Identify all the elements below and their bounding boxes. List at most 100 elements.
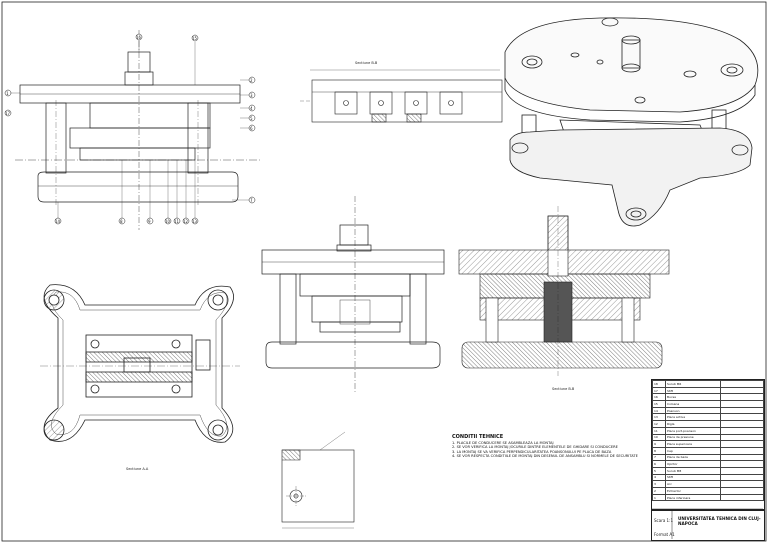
bom-part-name: Placa de baza — [665, 453, 721, 462]
bom-position: 3 — [652, 480, 666, 488]
callout-number: 13 — [192, 219, 198, 224]
bom-part-name: Placa inferioara — [665, 493, 721, 502]
detail-strip-title: Sectiune B-B — [355, 61, 378, 65]
bom-part-name: Placa activa — [665, 413, 721, 422]
bom-position: 6 — [652, 460, 666, 468]
technical-condition-line: 1. PLACILE DE CONDUCERE SE ASAMBLEAZA LA… — [452, 441, 554, 445]
bom-part-name: Extractor — [665, 487, 721, 495]
bom-part-name: Surub M8 — [665, 466, 721, 475]
section-view-label: Sectiune B-B — [552, 387, 575, 391]
bom-part-name: Surub M6 — [665, 380, 721, 388]
bom-position: 13 — [652, 413, 666, 422]
bom-position: 7 — [652, 453, 666, 462]
bom-blank-cell — [720, 466, 764, 475]
callout-balloons — [4, 33, 256, 225]
callout-number: 1 — [6, 91, 9, 96]
bom-blank-cell — [720, 393, 764, 402]
bom-blank-cell — [720, 413, 764, 422]
plan-view-label: Sectiune A-A — [126, 467, 149, 471]
callout-number: 4 — [250, 106, 253, 111]
bom-position: 14 — [652, 406, 666, 415]
callout-number: 9 — [148, 219, 151, 224]
callout-number: 8 — [120, 219, 123, 224]
scale-label: Scara 1:1 — [654, 518, 673, 523]
title-block: Scara 1:1 Format A1 — [651, 509, 765, 541]
front-elevation-view — [10, 30, 262, 230]
bom-position: 10 — [652, 433, 666, 442]
bom-blank-cell — [720, 406, 764, 415]
bom-blank-cell — [720, 473, 764, 482]
bom-position: 1 — [652, 493, 666, 502]
callout-number: 10 — [165, 219, 171, 224]
callout-number: 17 — [5, 111, 11, 116]
bom-blank-cell — [720, 460, 764, 468]
technical-condition-line: 4. SE VOR RESPECTA CONDITIILE DE MONTAJ … — [452, 454, 638, 459]
bom-part-name: Bucsa — [665, 393, 721, 402]
bom-position: 16 — [652, 393, 666, 402]
bom-part-name: Poanson — [665, 406, 721, 415]
bom-position: 5 — [652, 466, 666, 475]
center-elevation-view — [261, 196, 445, 392]
bom-part-name: Placa port-poanson — [665, 426, 721, 435]
bom-position: 17 — [652, 386, 666, 395]
format-label: Format A1 — [654, 532, 675, 537]
bom-blank-cell — [720, 480, 764, 488]
bom-position: 9 — [652, 440, 666, 448]
plan-view — [40, 284, 240, 443]
isometric-view — [504, 17, 759, 227]
bom-blank-cell — [720, 487, 764, 495]
bom-blank-cell — [720, 400, 764, 408]
technical-conditions-note: CONDITII TEHNICE 1. PLACILE DE CONDUCERE… — [452, 434, 652, 459]
bom-blank-cell — [720, 440, 764, 448]
bom-position: 15 — [652, 400, 666, 408]
technical-condition-line: 3. LA MONTAJ SE VA VERIFICA PERPENDICULA… — [452, 449, 612, 454]
bom-part-name: Placa de presiune — [665, 433, 721, 442]
callout-number: 3 — [250, 93, 253, 98]
bom-position: 8 — [652, 446, 666, 455]
bom-part-name: Stift — [665, 473, 721, 482]
bom-part-name: Stift — [665, 386, 721, 395]
callout-number: 14 — [55, 219, 61, 224]
bom-part-name: Rigla — [665, 420, 721, 428]
section-view — [458, 206, 670, 376]
bom-position: 11 — [652, 426, 666, 435]
detail-strip-view — [300, 69, 503, 123]
bom-part-name: Opritor — [665, 460, 721, 468]
bom-position: 18 — [652, 380, 666, 388]
bom-blank-cell — [720, 426, 764, 435]
technical-conditions-title: CONDITII TEHNICE — [452, 434, 504, 440]
bom-blank-cell — [720, 433, 764, 442]
bom-blank-cell — [720, 453, 764, 462]
callout-number: 16 — [136, 35, 142, 40]
bom-blank-cell — [720, 446, 764, 455]
bom-blank-cell — [720, 386, 764, 395]
callout-number: 5 — [250, 116, 253, 121]
university-name: UNIVERSITATEA TEHNICA DIN CLUJ-NAPOCA — [678, 516, 761, 526]
technical-condition-line: 2. SE VOR VERIFICA LA MONTAJ JOCURILE DI… — [452, 445, 618, 450]
bom-part-name: Cep — [665, 446, 721, 455]
bom-position: 4 — [652, 473, 666, 482]
callout-number: 11 — [174, 219, 180, 224]
callout-number: 6 — [250, 126, 253, 131]
callout-number: 15 — [192, 36, 198, 41]
bom-blank-cell — [720, 380, 764, 388]
bom-part-name: Placa superioara — [665, 440, 721, 448]
